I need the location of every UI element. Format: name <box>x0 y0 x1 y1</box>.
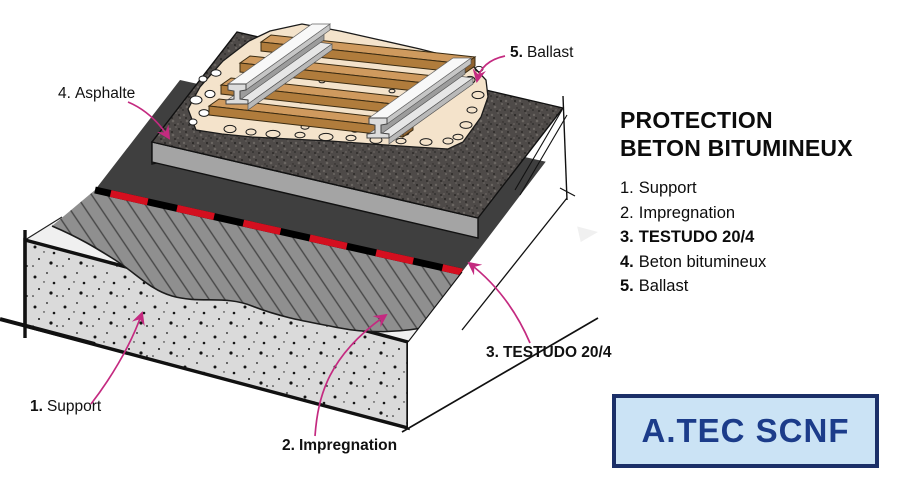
callout-support: 1.Support <box>30 398 102 415</box>
legend-item-testudo: 3.TESTUDO 20/4 <box>620 228 755 247</box>
callout-asphalte: 4.Asphalte <box>58 85 135 102</box>
legend-title: PROTECTION BETON BITUMINEUX <box>620 106 853 162</box>
callout-testudo: 3.TESTUDO 20/4 <box>486 344 612 361</box>
membrane-red-edge <box>94 186 463 276</box>
arrow-ballast <box>472 55 506 84</box>
arrow-testudo <box>467 261 531 344</box>
sleepers <box>207 34 477 138</box>
callout-arrows <box>90 55 531 437</box>
arrow-asphalte <box>127 101 171 140</box>
impregnation-layer <box>51 190 462 333</box>
callout-ballast: 5.Ballast <box>510 44 574 61</box>
legend-item-support: 1.Support <box>620 179 697 197</box>
legend-item-beton-bitumineux: 4.Beton bitumineux <box>620 252 767 271</box>
legend-title-line2: BETON BITUMINEUX <box>620 135 853 161</box>
legend-panel: PROTECTION BETON BITUMINEUX 1.Support 2.… <box>620 106 853 299</box>
arrow-impregnation <box>314 313 388 437</box>
legend-list: 1.Support 2.Impregnation 3.TESTUDO 20/4 … <box>620 176 853 299</box>
legend-item-ballast: 5.Ballast <box>620 277 689 296</box>
arrow-support <box>90 311 145 405</box>
brand-box: A.TEC SCNF <box>612 394 879 468</box>
brand-label: A.TEC SCNF <box>641 412 850 449</box>
cut-end-face <box>401 95 599 433</box>
ballast-layer <box>187 23 489 150</box>
legend-item-impregnation: 2.Impregnation <box>620 203 736 222</box>
callout-impregnation: 2.Impregnation <box>282 437 397 454</box>
legend-title-line1: PROTECTION <box>620 107 773 133</box>
